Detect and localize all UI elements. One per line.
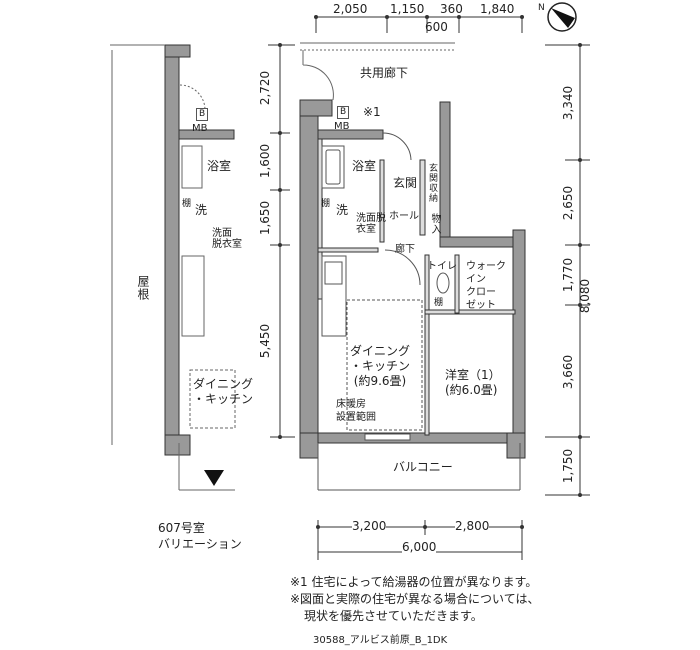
label-walk-in-closet: ウォーク イン クロー ゼット bbox=[466, 260, 506, 312]
main-unit-fixtures bbox=[317, 132, 521, 491]
label-toilet-shelf: 棚 bbox=[434, 298, 444, 308]
label-boiler: B bbox=[337, 106, 350, 119]
wic-line-3: クロー bbox=[466, 287, 496, 298]
var-dk-line-1: ダイニング bbox=[193, 377, 254, 391]
footer-plan-id: 30588_アルビス前原_B_1DK bbox=[313, 635, 448, 646]
label-shelf: 棚 bbox=[321, 199, 331, 209]
label-hall: ホール bbox=[389, 211, 419, 222]
var-label-dining-kitchen: ダイニング ・キッチン bbox=[193, 377, 253, 407]
dim-right-3: 1,770 bbox=[561, 257, 576, 293]
dim-bottom-1: 3,200 bbox=[352, 519, 387, 533]
label-storage: 物入 bbox=[429, 213, 440, 235]
var-label-boiler: B bbox=[196, 108, 209, 121]
dim-top-4: 1,840 bbox=[480, 2, 515, 16]
label-hallway: 廊下 bbox=[395, 244, 415, 255]
variation-unit-fixtures bbox=[110, 44, 236, 491]
corridor-lines bbox=[300, 42, 455, 101]
label-washroom: 洗面脱衣室 bbox=[356, 213, 386, 235]
wic-line-2: イン bbox=[466, 274, 486, 285]
dk-line-3: (約9.6畳) bbox=[353, 374, 407, 388]
dim-top-sub: 600 bbox=[425, 20, 448, 34]
label-corridor: 共用廊下 bbox=[360, 66, 409, 80]
label-entrance: 玄関 bbox=[393, 176, 418, 190]
dk-line-2: ・キッチン bbox=[350, 359, 411, 373]
var-label-washer: 洗 bbox=[195, 203, 208, 217]
label-dining-kitchen: ダイニング ・キッチン (約9.6畳) bbox=[350, 344, 410, 389]
var-caption: 607号室 バリエーション bbox=[158, 520, 242, 552]
var-washroom-line-2: 脱衣室 bbox=[212, 239, 242, 250]
dimension-ticks bbox=[278, 15, 582, 529]
note-1: ※1 住宅によって給湯器の位置が異なります。 bbox=[290, 575, 538, 589]
dim-top-1: 2,050 bbox=[333, 2, 368, 16]
label-entrance-storage: 玄関収納 bbox=[427, 163, 437, 203]
compass-icon bbox=[547, 2, 577, 32]
dim-bottom-2: 2,800 bbox=[455, 519, 490, 533]
label-balcony: バルコニー bbox=[393, 460, 453, 474]
main-unit-walls bbox=[299, 99, 526, 459]
note-3: 現状を優先させていただきます。 bbox=[304, 609, 483, 623]
var-washroom-line-1: 洗面 bbox=[212, 228, 232, 239]
dim-left-2: 1,600 bbox=[258, 143, 273, 179]
var-caption-variation: バリエーション bbox=[158, 537, 242, 551]
compass-north-label: N bbox=[538, 3, 545, 13]
variation-unit-walls bbox=[164, 44, 235, 456]
wic-line-1: ウォーク bbox=[466, 261, 506, 272]
label-washer: 洗 bbox=[336, 203, 349, 217]
var-label-bath: 浴室 bbox=[207, 159, 232, 173]
fh-line-2: 設置範囲 bbox=[336, 412, 376, 423]
dim-top-2: 1,150 bbox=[390, 2, 425, 16]
dim-right-1: 3,340 bbox=[561, 85, 576, 121]
dim-top-3: 360 bbox=[440, 2, 463, 16]
var-label-washroom: 洗面 脱衣室 bbox=[212, 228, 242, 250]
dk-line-1: ダイニング bbox=[350, 344, 411, 358]
dim-right-5: 1,750 bbox=[561, 448, 576, 484]
wr-line-1: 洋室（1） bbox=[445, 368, 501, 382]
dim-right-2: 2,650 bbox=[561, 185, 576, 221]
var-caption-room: 607号室 bbox=[158, 521, 205, 535]
var-dk-line-2: ・キッチン bbox=[193, 392, 254, 406]
var-label-shelf: 棚 bbox=[182, 199, 192, 209]
var-label-meter-box: MB bbox=[192, 123, 208, 134]
dim-right-4: 3,660 bbox=[561, 354, 576, 390]
wr-line-2: (約6.0畳) bbox=[445, 383, 498, 397]
wic-line-4: ゼット bbox=[466, 300, 496, 311]
dim-right-total: 8,080 bbox=[578, 278, 593, 314]
notes: ※1 住宅によって給湯器の位置が異なります。 ※図面と実際の住宅が異なる場合につ… bbox=[290, 574, 539, 625]
fh-line-1: 床暖房 bbox=[336, 399, 366, 410]
var-label-roof: 屋根 bbox=[136, 275, 150, 301]
dim-bottom-total: 6,000 bbox=[402, 540, 437, 554]
dimension-lines bbox=[268, 16, 590, 560]
label-boiler-note: ※1 bbox=[363, 105, 381, 119]
label-meter-box: MB bbox=[334, 121, 350, 132]
label-toilet: トイレ bbox=[427, 261, 457, 272]
label-floor-heating: 床暖房 設置範囲 bbox=[336, 398, 376, 424]
dim-left-4: 5,450 bbox=[258, 323, 273, 359]
dim-left-3: 1,650 bbox=[258, 200, 273, 236]
stair-down-icon bbox=[204, 470, 224, 486]
dim-left-1: 2,720 bbox=[258, 70, 273, 106]
label-western-room: 洋室（1） (約6.0畳) bbox=[445, 368, 501, 398]
label-bath: 浴室 bbox=[352, 159, 377, 173]
note-2: ※図面と実際の住宅が異なる場合については、 bbox=[290, 592, 540, 606]
